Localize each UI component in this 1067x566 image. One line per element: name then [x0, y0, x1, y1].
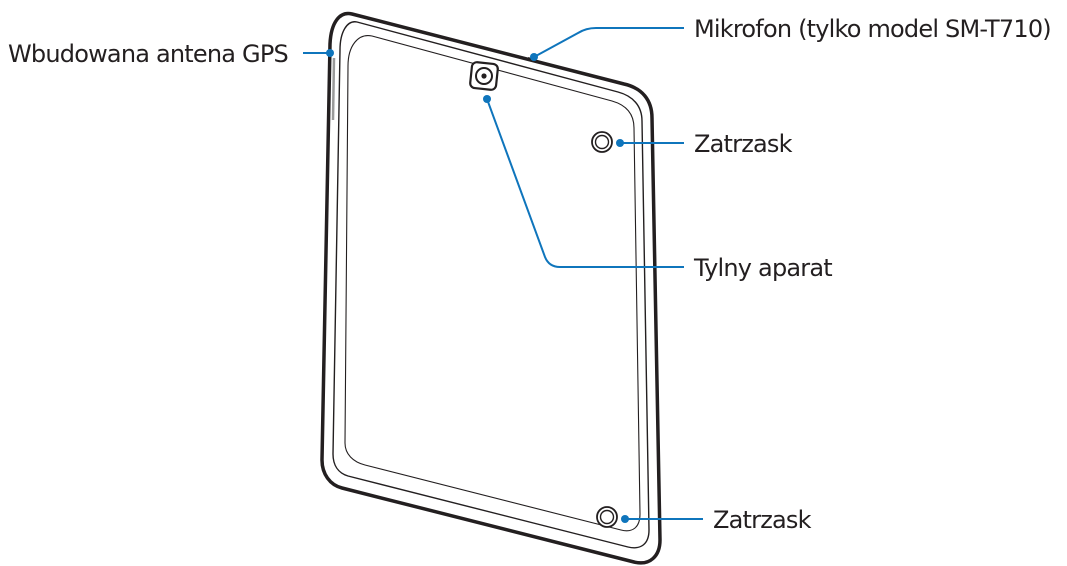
latch-bottom — [596, 506, 618, 528]
leader-rear-camera — [486, 98, 684, 268]
tablet-back-panel — [344, 35, 641, 532]
label-rear-camera: Tylny aparat — [693, 254, 832, 282]
label-gps-antenna: Wbudowana antena GPS — [8, 40, 288, 68]
tablet-outer-edge — [320, 11, 662, 565]
callout-lines — [303, 27, 703, 523]
dot-microphone — [530, 53, 538, 61]
latch-bottom-inner — [599, 509, 615, 525]
label-latch-top: Zatrzask — [694, 130, 793, 158]
dot-rear-camera — [483, 95, 491, 103]
latch-top-inner — [594, 134, 610, 150]
tablet-inner-edge — [332, 21, 650, 549]
rear-camera — [469, 61, 499, 91]
dot-gps — [326, 49, 334, 57]
label-latch-bottom: Zatrzask — [713, 506, 812, 534]
dot-latch-top — [616, 139, 624, 147]
tablet-illustration — [320, 11, 662, 565]
dot-latch-bottom — [621, 515, 629, 523]
rear-camera-lens — [481, 73, 487, 79]
label-microphone: Mikrofon (tylko model SM-T710) — [694, 15, 1051, 43]
callout-labels: Wbudowana antena GPS Mikrofon (tylko mod… — [8, 15, 1052, 534]
leader-microphone — [533, 27, 684, 58]
gps-antenna-strip — [331, 57, 336, 121]
latch-top — [591, 131, 613, 153]
